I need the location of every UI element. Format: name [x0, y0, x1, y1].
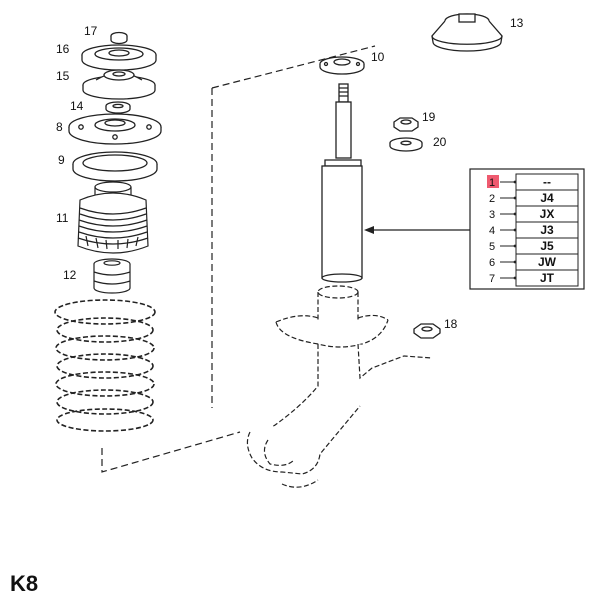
row-index: 6 — [489, 257, 495, 269]
leader-arrow — [364, 226, 470, 234]
part-13-cap — [431, 13, 503, 52]
part-19-nut — [393, 117, 419, 132]
code-row: 6 JW — [489, 253, 579, 271]
part-10-mount-plate — [319, 56, 365, 75]
code-row: 1 -- — [487, 173, 579, 191]
code-table: 1 -- 2 J4 3 JX 4 J3 5 J5 6 JW 7 JT — [469, 168, 585, 290]
part-9-spring-seat — [72, 151, 158, 182]
row-code: -- — [543, 175, 551, 189]
callout-16: 16 — [56, 42, 70, 56]
code-row: 2 J4 — [489, 189, 579, 207]
code-row: 7 JT — [489, 269, 579, 287]
code-row: 5 J5 — [489, 237, 579, 255]
row-code: J4 — [540, 191, 554, 205]
callout-13: 13 — [510, 16, 524, 30]
part-11-bellows — [77, 181, 149, 254]
row-index: 2 — [489, 193, 495, 205]
callout-17: 17 — [84, 24, 98, 38]
row-code: JT — [540, 271, 555, 285]
callout-20: 20 — [433, 135, 447, 149]
row-code: JX — [540, 207, 555, 221]
part-14-washer — [105, 101, 131, 114]
row-code: J3 — [540, 223, 554, 237]
row-cell — [515, 269, 579, 287]
callout-11: 11 — [56, 211, 69, 225]
part-15-strut-mount — [82, 69, 156, 100]
part-16-top-mount — [81, 44, 157, 71]
row-index: 5 — [489, 241, 495, 253]
shock-absorber — [321, 83, 363, 283]
callout-10: 10 — [371, 50, 385, 64]
part-8-bearing-plate — [68, 113, 162, 145]
callout-9: 9 — [58, 153, 65, 167]
page-code: K8 — [10, 571, 39, 596]
part-20-washer — [389, 137, 423, 152]
callout-8: 8 — [56, 120, 63, 134]
assembly-frame — [101, 45, 376, 473]
callout-14: 14 — [70, 99, 84, 113]
coil-spring — [54, 299, 156, 432]
row-code: JW — [538, 255, 557, 269]
row-highlight — [487, 175, 499, 188]
part-12-bump-stop — [93, 258, 131, 294]
callout-18: 18 — [444, 317, 458, 331]
row-code: J5 — [540, 239, 554, 253]
row-index: 4 — [489, 225, 495, 237]
part-17-nut — [110, 31, 128, 45]
callout-19: 19 — [422, 110, 436, 124]
row-index: 1 — [489, 177, 495, 189]
row-index: 3 — [489, 209, 495, 221]
strut-knuckle — [246, 285, 433, 488]
callout-15: 15 — [56, 69, 70, 83]
part-18-nut — [413, 323, 441, 339]
row-index: 7 — [489, 273, 495, 285]
callout-12: 12 — [63, 268, 77, 282]
